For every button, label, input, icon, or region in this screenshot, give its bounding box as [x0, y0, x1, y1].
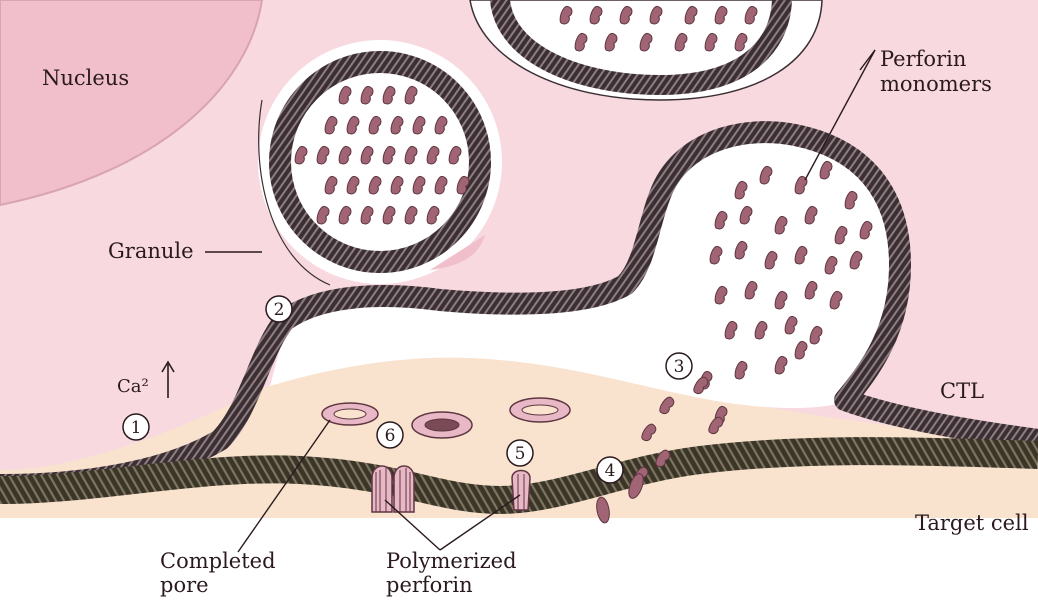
polymerized-perforin-label-line1: Polymerized: [386, 549, 517, 573]
target-cell-label: Target cell: [915, 511, 1029, 535]
step-3-marker: 3: [666, 353, 692, 379]
ctl-label: CTL: [940, 379, 984, 403]
completed-pore-top-3: [510, 398, 570, 422]
step-2-label: 2: [274, 300, 285, 320]
step-6-marker: 6: [377, 422, 403, 448]
target-cell-interior: [0, 518, 1038, 601]
polymerized-perforin-label-line2: perforin: [386, 573, 473, 597]
step-4-label: 4: [605, 461, 616, 481]
completed-pore-label-line2: pore: [160, 573, 209, 597]
step-2-marker: 2: [266, 296, 292, 322]
step-4-marker: 4: [597, 457, 623, 483]
step-5-marker: 5: [507, 440, 533, 466]
perforin-monomers-label-line2: monomers: [880, 72, 992, 96]
completed-pore-top-1: [322, 403, 378, 425]
perforin-monomers-label-line1: Perforin: [880, 47, 966, 71]
step-3-label: 3: [674, 357, 685, 377]
step-1-marker: 1: [123, 414, 149, 440]
polymerizing-perforin: [512, 471, 530, 511]
step-6-label: 6: [385, 426, 396, 446]
granule-label: Granule: [108, 239, 194, 263]
completed-pore-label-line1: Completed: [160, 549, 276, 573]
calcium-label: Ca²: [117, 376, 149, 397]
step-5-label: 5: [515, 444, 526, 464]
nucleus-label: Nucleus: [42, 66, 129, 90]
step-1-label: 1: [131, 418, 142, 438]
completed-pore-top-2: [412, 412, 472, 438]
